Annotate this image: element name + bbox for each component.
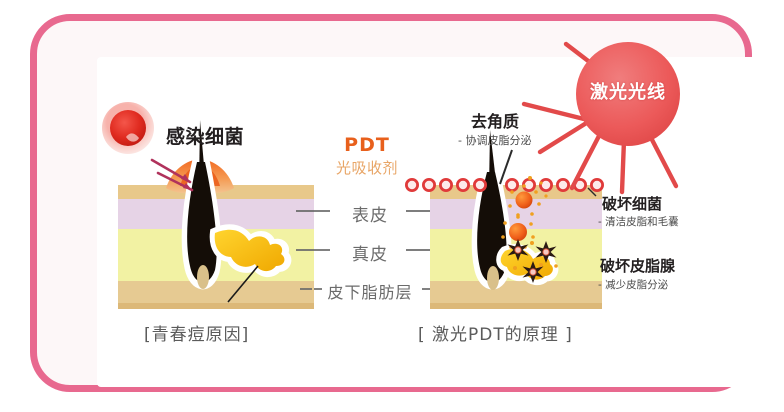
annotation-destroy-gland-title: 破坏皮脂腺 [600,257,676,275]
pdt-subtitle: 光吸收剂 [335,159,398,177]
bacteria-label: 感染细菌 [166,126,245,148]
annotation-destroy-bacteria-title: 破坏细菌 [602,195,663,213]
pdt-title: PDT [344,134,390,156]
laser-source-label: 激光光线 [590,82,666,103]
layer-label-dermis: 真皮 [352,245,388,265]
annotation-destroy-bacteria-subtitle: - 清洁皮脂和毛囊 [598,216,679,228]
pdt-label-group: PDT 光吸收剂 [324,134,410,178]
caption-laser-pdt-principle: [ 激光PDT的原理 ] [418,325,573,345]
annotation-exfoliate-title: 去角质 [471,112,520,131]
annotation-destroy-gland-subtitle: - 减少皮脂分泌 [598,279,669,291]
layer-label-epidermis: 表皮 [352,206,388,226]
annotation-exfoliate-subtitle: - 协调皮脂分泌 [458,134,532,147]
caption-acne-cause: [青春痘原因] [144,325,250,345]
layer-label-subcutaneous-fat: 皮下脂肪层 [327,283,413,302]
